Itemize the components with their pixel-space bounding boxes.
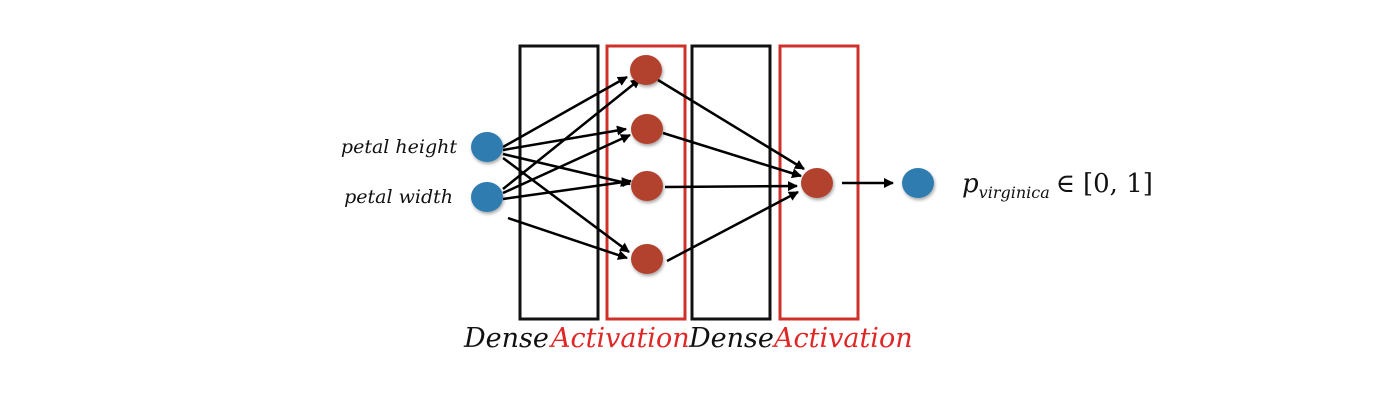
edge-in2-h3 (502, 177, 632, 201)
hidden-node-4 (631, 244, 663, 274)
edge-in2-h2 (502, 133, 631, 195)
dense-layer-1-box (518, 44, 600, 321)
edge-h2-o (662, 131, 802, 179)
hidden-node-3 (631, 171, 663, 201)
input-node-2 (471, 182, 503, 212)
edge-h3-o (664, 181, 798, 192)
input-label-petal-width: petal width (344, 186, 453, 208)
final-output-node (902, 168, 934, 198)
output-neuron (801, 168, 833, 198)
edge-h4-o (666, 190, 799, 263)
output-expression: pvirginica ∈ [0, 1] (962, 169, 1153, 202)
edge-h1-o (657, 78, 805, 171)
hidden-to-output-edges (657, 78, 894, 263)
edge-in2-h1 (502, 78, 641, 190)
input-to-hidden-edges (502, 75, 641, 260)
layer-label-dense-1: Dense (463, 323, 549, 354)
edge-in2-h4 (507, 216, 628, 260)
input-label-petal-height: petal height (341, 136, 457, 158)
input-node-1 (471, 132, 503, 162)
dense-layer-2-box (690, 44, 772, 321)
layer-label-activation-2: Activation (771, 323, 913, 354)
hidden-node-2 (631, 114, 663, 144)
layer-label-activation-1: Activation (548, 323, 690, 354)
output-subscript: virginica (979, 183, 1050, 202)
layer-label-dense-2: Dense (688, 323, 774, 354)
edge-in1-h3 (502, 152, 631, 187)
nodes (471, 55, 934, 274)
activation-layer-1-box (605, 44, 687, 321)
edge-in1-h1 (502, 75, 628, 149)
hidden-node-1 (630, 55, 662, 85)
output-symbol: p (962, 169, 979, 199)
output-range: [0, 1] (1083, 169, 1153, 199)
output-relation: ∈ (1056, 169, 1075, 199)
